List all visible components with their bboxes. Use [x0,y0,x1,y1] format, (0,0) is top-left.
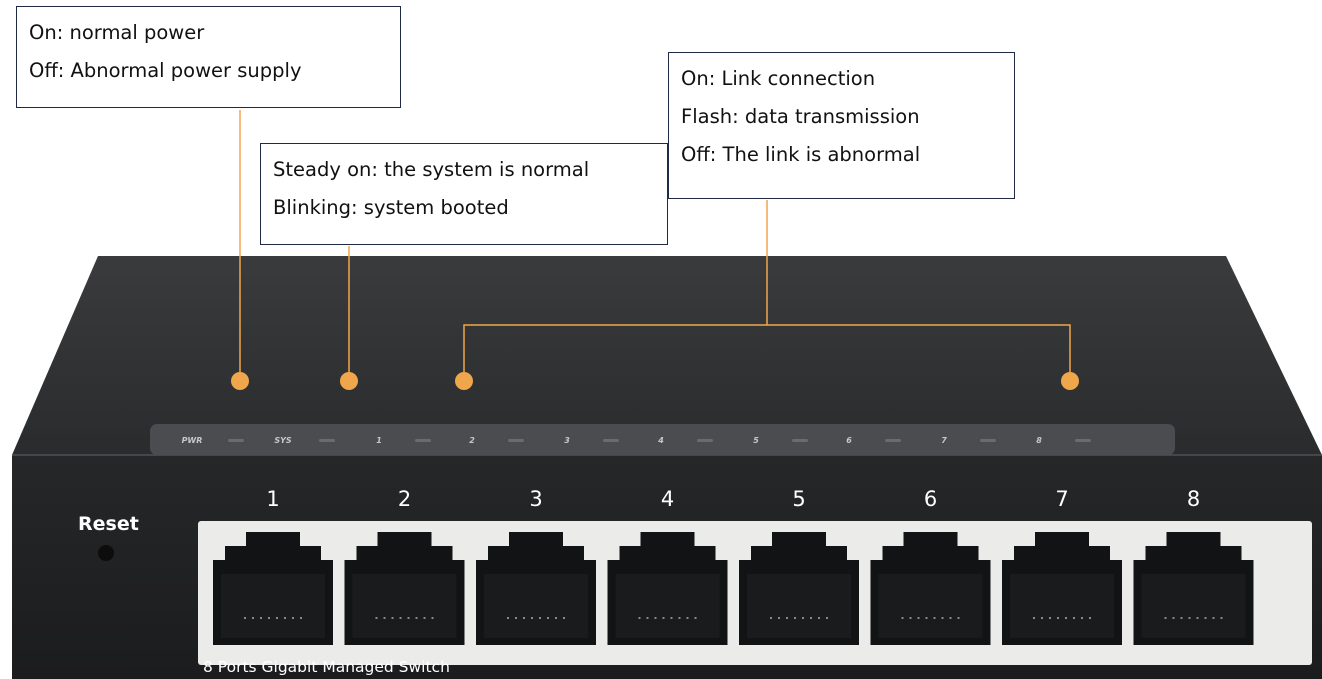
led-7 [980,439,996,442]
leader-dots [231,372,1079,390]
callout-power-line-off: Off: Abnormal power supply [29,59,302,82]
led-label-5: 5 [753,436,759,445]
ethernet-port-7[interactable] [1002,532,1122,645]
ethernet-port-4[interactable] [607,532,728,645]
leader-lines [239,110,1071,380]
led-label-4: 4 [657,436,664,445]
led-label-pwr: PWR [182,436,203,445]
ethernet-port-8[interactable] [1133,532,1254,645]
port-number-labels: 1 2 3 4 5 6 7 8 [266,487,1200,511]
port-number-6: 6 [924,487,937,511]
led-3 [603,439,619,442]
callout-link-line-off: Off: The link is abnormal [681,143,921,166]
led-4 [697,439,713,442]
callout-system-line-blinking: Blinking: system booted [273,196,509,219]
led-label-8: 8 [1036,436,1042,445]
leader-dot-port8 [1061,372,1079,390]
model-label: 8 Ports Gigabit Managed Switch [203,658,450,676]
led-5 [792,439,808,442]
callout-link-line-flash: Flash: data transmission [681,105,920,128]
led-label-1: 1 [376,436,382,445]
led-sys [319,439,335,442]
port-number-5: 5 [792,487,805,511]
led-1 [415,439,431,442]
led-indicator-strip [150,424,1175,455]
port-number-1: 1 [266,487,279,511]
led-label-sys: SYS [274,436,292,445]
port-number-4: 4 [661,487,674,511]
port-number-3: 3 [529,487,542,511]
leader-dot-port1 [455,372,473,390]
ethernet-ports [213,532,1254,645]
reset-label: Reset [78,513,139,535]
led-8 [1075,439,1091,442]
led-label-3: 3 [564,436,570,445]
led-2 [508,439,524,442]
ethernet-port-1[interactable] [213,532,333,645]
led-label-6: 6 [846,436,852,445]
switch-top-panel [12,256,1322,455]
port-number-2: 2 [398,487,411,511]
leader-dot-pwr [231,372,249,390]
led-label-7: 7 [941,436,947,445]
ethernet-port-3[interactable] [476,532,596,645]
reset-button[interactable] [98,545,114,561]
port-number-8: 8 [1187,487,1200,511]
callout-link-leds: On: Link connection Flash: data transmis… [668,52,1015,199]
callout-link-line-on: On: Link connection [681,67,876,90]
led-6 [885,439,901,442]
led-label-2: 2 [469,436,475,445]
ethernet-port-2[interactable] [344,532,465,645]
port-number-7: 7 [1055,487,1068,511]
ethernet-port-6[interactable] [870,532,991,645]
led-indicators: PWR SYS 1 2 3 4 5 6 7 8 [182,436,1091,445]
leader-dot-sys [340,372,358,390]
callout-power-led: On: normal power Off: Abnormal power sup… [16,6,401,108]
callout-power-line-on: On: normal power [29,21,205,44]
ethernet-port-5[interactable] [739,532,859,645]
callout-system-led: Steady on: the system is normal Blinking… [260,143,668,245]
led-pwr [228,439,244,442]
callout-system-line-steady: Steady on: the system is normal [273,158,590,181]
